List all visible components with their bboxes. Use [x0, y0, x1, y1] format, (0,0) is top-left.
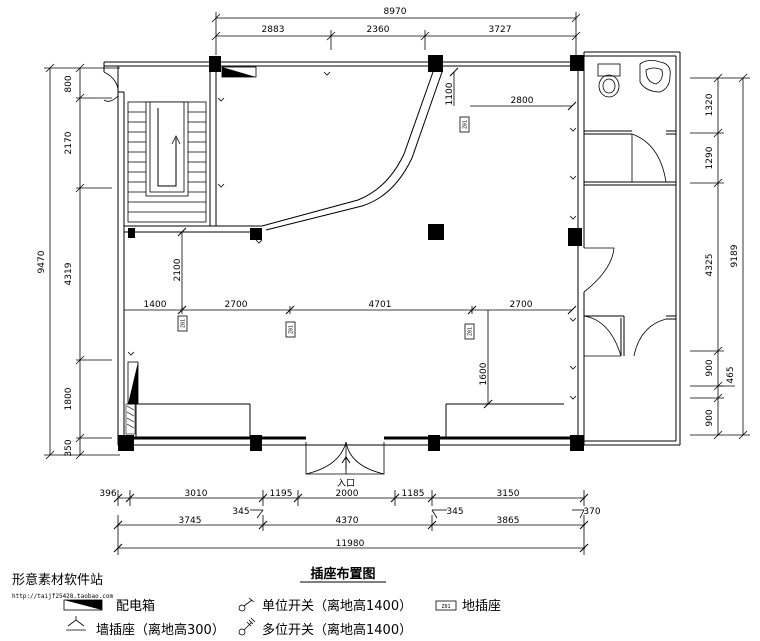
legend-multi-switch-symbol — [238, 617, 256, 636]
floor-socket: Z01 — [177, 315, 188, 332]
stair-curve — [103, 71, 119, 102]
watermark-url: http://taijf25428.taobao.com — [12, 593, 114, 600]
dim-inner-h3: 4701 — [369, 300, 392, 310]
legend-single-switch-symbol — [238, 597, 255, 612]
plan-title: 插座布置图 — [310, 566, 375, 582]
dim-inner-h1: 1400 — [144, 300, 167, 310]
entrance-arrow — [341, 456, 351, 470]
inner-ticks — [177, 67, 577, 409]
dim-bottom-f: 3150 — [497, 489, 520, 499]
legend-panel-label: 配电箱 — [116, 598, 155, 614]
dim-bottom-row2-b: 4370 — [336, 516, 359, 526]
dim-right-f: 900 — [705, 409, 715, 426]
dim-right-a: 1320 — [705, 93, 715, 116]
watermark-name: 形意素材软件站 — [12, 572, 103, 588]
dim-top-total: 8970 — [384, 7, 407, 17]
dim-bottom-b: 3010 — [185, 489, 208, 499]
dim-bottom-row2-c: 3865 — [497, 516, 520, 526]
dim-bottom-c: 1195 — [270, 489, 293, 499]
svg-text:Z01: Z01 — [468, 327, 474, 336]
panel-hatch — [125, 403, 136, 435]
dim-left-b: 2170 — [64, 131, 74, 154]
left-dimensions — [44, 63, 120, 460]
floor-socket: Z01 — [459, 116, 470, 133]
dim-right-b: 1290 — [705, 146, 715, 169]
dim-left-a: 800 — [64, 75, 74, 92]
bottom-ticks — [113, 493, 589, 553]
svg-text:Z01: Z01 — [181, 319, 187, 328]
dim-bottom-d: 2000 — [336, 489, 359, 499]
dim-inner-v3: 1100 — [445, 82, 455, 105]
dim-bottom-a: 396 — [99, 489, 116, 499]
dim-bottom-s1: 345 — [232, 507, 249, 517]
svg-text:Z01: Z01 — [463, 120, 469, 129]
legend-multi-switch-label: 多位开关（离地高1400） — [262, 622, 412, 638]
floor-socket: Z01 — [285, 321, 296, 338]
doors — [305, 133, 667, 475]
electric-panel-left — [127, 361, 139, 405]
dim-right-c: 4325 — [705, 254, 715, 277]
dim-top-seg2: 2360 — [367, 25, 390, 35]
dim-inner-h4: 2700 — [510, 300, 533, 310]
legend-wall-socket-label: 墙插座（离地高300） — [96, 622, 225, 638]
legend-floor-socket-label: 地插座 — [462, 599, 501, 614]
dim-inner-v1: 2100 — [173, 258, 183, 281]
floor-socket: Z01 — [464, 323, 475, 340]
dim-left-e: 350 — [64, 439, 74, 456]
legend-floor-socket-symbol: Z01 — [435, 600, 457, 611]
staircase — [127, 101, 207, 223]
dim-bottom-total: 11980 — [336, 539, 365, 549]
svg-text:Z01: Z01 — [289, 325, 295, 334]
svg-text:Z01: Z01 — [441, 604, 450, 610]
dim-bottom-s3: 370 — [583, 507, 600, 517]
columns — [118, 55, 584, 451]
toilet — [597, 63, 621, 98]
dim-inner-v2: 1600 — [479, 362, 489, 385]
dim-bottom-row2-a: 3745 — [179, 516, 202, 526]
inner-dimensions — [124, 72, 572, 404]
washbasin — [639, 60, 671, 93]
legend-wall-socket-symbol — [66, 616, 86, 631]
electric-panel-top — [221, 66, 257, 78]
dim-left-c: 4319 — [64, 262, 74, 285]
entrance-label: 入口 — [337, 478, 355, 489]
dim-right-e: 465 — [726, 366, 736, 383]
legend-single-switch-label: 单位开关（离地高1400） — [262, 598, 412, 614]
wall-sockets — [127, 71, 579, 400]
top-dimensions — [211, 12, 581, 55]
dim-bottom-e: 1185 — [402, 489, 425, 499]
dim-right-total: 9189 — [730, 244, 740, 267]
walls — [103, 51, 681, 446]
right-dimensions — [690, 73, 750, 440]
dim-top-seg3: 3727 — [489, 25, 512, 35]
curved-partition — [261, 71, 443, 231]
dim-left-total: 9470 — [37, 250, 47, 273]
dim-inner-h5: 2800 — [511, 96, 534, 106]
dim-top-seg1: 2883 — [262, 25, 285, 35]
dim-right-d: 900 — [705, 359, 715, 376]
dim-inner-h2: 2700 — [225, 300, 248, 310]
dim-left-d: 1800 — [64, 387, 74, 410]
legend-panel-symbol — [63, 599, 103, 611]
dim-bottom-s2: 345 — [446, 507, 463, 517]
